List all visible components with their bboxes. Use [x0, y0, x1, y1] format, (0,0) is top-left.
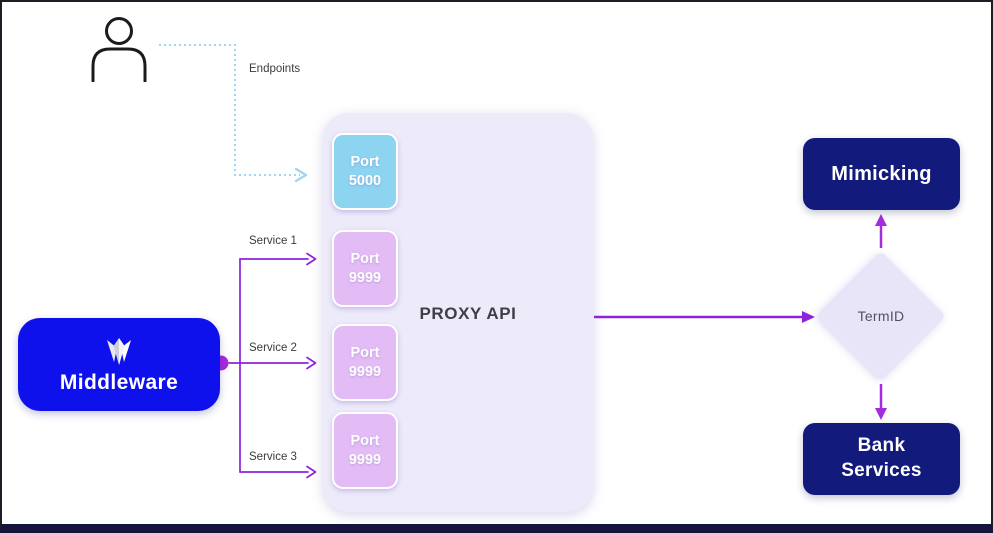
port-9999-node-3: Port 9999: [332, 412, 398, 489]
termid-to-mimicking-arrow: [875, 214, 887, 248]
port-9999-node-2: Port 9999: [332, 324, 398, 401]
bank-services-node: Bank Services: [803, 423, 960, 495]
service-3-label: Service 3: [249, 451, 297, 463]
port-5000-node: Port 5000: [332, 133, 398, 210]
middleware-node: Middleware: [18, 318, 220, 411]
middleware-logo-icon: [107, 338, 131, 365]
termid-to-bank-arrow: [875, 384, 887, 420]
proxy-api-container: PROXY API Port 5000 Port 9999 Port 9999 …: [323, 113, 593, 512]
proxy-api-title: PROXY API: [419, 304, 517, 323]
proxy-to-termid-arrow: [594, 311, 815, 323]
endpoints-label: Endpoints: [249, 63, 301, 75]
port-9999-node-1: Port 9999: [332, 230, 398, 307]
service-1-label: Service 1: [249, 235, 297, 247]
user-person-icon: [91, 17, 147, 82]
mimicking-node: Mimicking: [803, 138, 960, 210]
middleware-label: Middleware: [59, 371, 179, 394]
service-2-label: Service 2: [249, 342, 297, 354]
service-arrows: [228, 252, 317, 479]
termid-label: TermID: [857, 308, 905, 324]
